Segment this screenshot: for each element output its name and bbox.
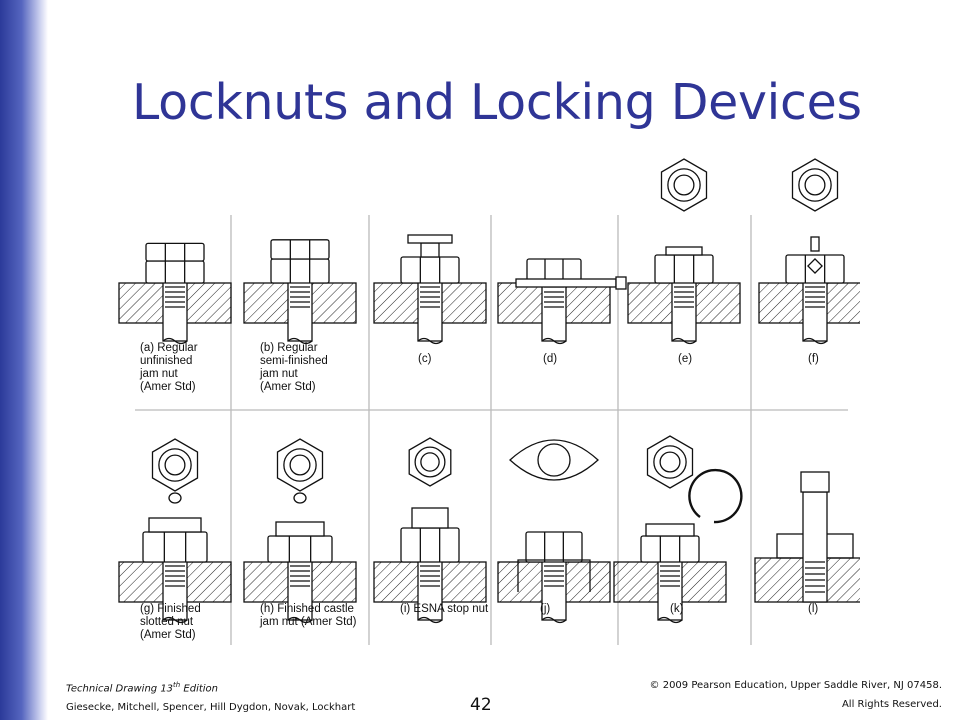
figure-caption-line: semi-finished [260,355,328,367]
figure-caption-line: (h) Finished castle [260,603,354,615]
nut-assembly-a [118,242,232,345]
footer-book-title: Technical Drawing 13th Edition [66,681,219,695]
copyright-line: © 2009 Pearson Education, Upper Saddle R… [649,680,942,691]
figure-caption-line: (j) [540,603,550,615]
figure-caption-line: (Amer Std) [140,629,196,641]
nut-assembly-e [627,254,741,345]
figure-caption-line: unfinished [140,355,192,367]
figure-grid-lines [135,215,848,645]
figure-caption-line: (Amer Std) [140,381,196,393]
figure-caption-line: (i) ESNA stop nut [400,603,489,615]
figure-caption-line: (d) [543,353,557,365]
figure-caption-line: (f) [808,353,819,365]
figure-caption-line: (g) Finished [140,603,201,615]
nut-assembly-d [497,258,611,345]
rights-line: All Rights Reserved. [841,699,942,710]
nut-drawings [118,158,860,624]
nut-assembly-c [373,256,487,345]
nut-assembly-j [497,531,611,624]
nut-assembly-h [243,535,357,624]
figure-caption-line: (l) [808,603,818,615]
figure-caption-line: (c) [418,353,432,365]
nut-assembly-f [758,254,860,345]
figure-caption-line: (Amer Std) [260,381,316,393]
figure-caption-line: (b) Regular [260,342,318,354]
footer-book-info: Technical Drawing 13th Edition Giesecke,… [66,676,355,717]
figure-caption-line: slotted nut [140,616,194,628]
figure-caption-line: (a) Regular [140,342,198,354]
nut-assembly-k [613,535,727,624]
figure-caption-line: jam nut [139,368,179,380]
nut-assembly-b [243,239,357,345]
nut-assembly-i [373,527,487,624]
figure-caption-line: (k) [670,603,684,615]
footer-copyright: © 2009 Pearson Education, Upper Saddle R… [650,676,942,714]
slide-side-bar [0,0,48,720]
figure-caption-line: (e) [678,353,692,365]
figure-caption-line: jam nut [259,368,299,380]
footer-authors: Giesecke, Mitchell, Spencer, Hill Dygdon… [66,702,356,714]
page-number: 42 [470,695,492,715]
slide-title: Locknuts and Locking Devices [132,74,862,131]
figure-caption-line: jam nut (Amer Std) [259,616,357,628]
